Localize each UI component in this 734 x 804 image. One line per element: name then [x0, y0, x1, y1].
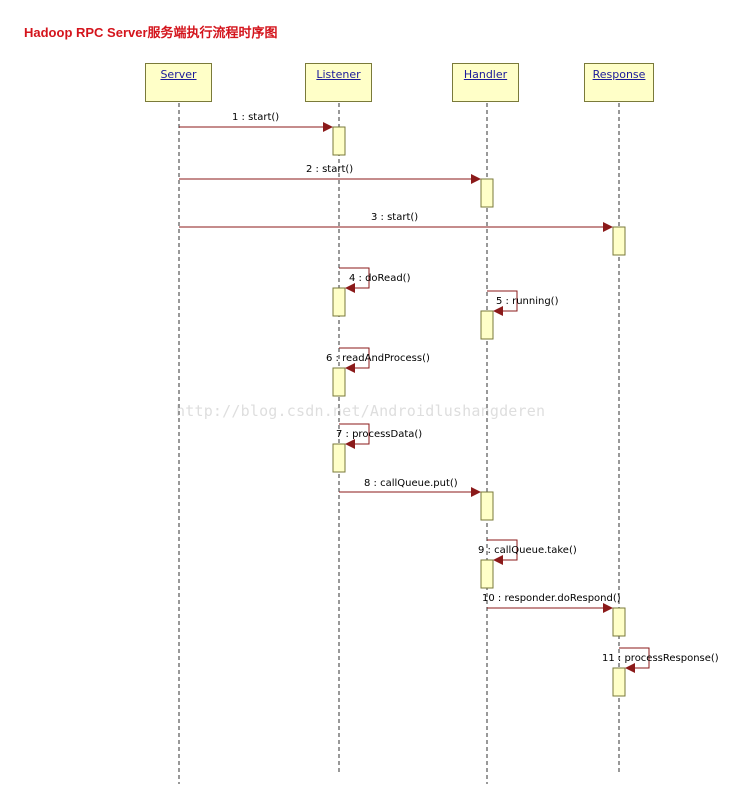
activation-response-2	[612, 607, 626, 637]
message-arrow-9	[487, 539, 518, 565]
activation-response-3	[612, 667, 626, 697]
actor-label-listener: Listener	[316, 68, 361, 81]
actor-server: Server	[145, 63, 212, 102]
actor-label-handler: Handler	[463, 68, 508, 81]
activation-handler-2	[480, 310, 494, 340]
actor-listener: Listener	[305, 63, 372, 102]
activation-listener-1	[332, 126, 346, 156]
message-label-9: 9 : callQueue.take()	[478, 545, 577, 556]
message-arrow-4	[339, 267, 370, 293]
actor-label-server: Server	[160, 68, 197, 81]
message-label-8: 8 : callQueue.put()	[364, 478, 458, 489]
message-label-4: 4 : doRead()	[349, 273, 411, 284]
message-label-5: 5 : running()	[496, 296, 559, 307]
activation-listener-3	[332, 367, 346, 397]
actor-response: Response	[584, 63, 654, 102]
message-label-7: 7 : processData()	[336, 429, 423, 440]
message-arrow-6	[339, 347, 370, 373]
message-label-11: 11 : processResponse()	[602, 653, 719, 664]
actor-handler: Handler	[452, 63, 519, 102]
message-arrow-5	[487, 290, 518, 316]
activation-handler-3	[480, 491, 494, 521]
activation-listener-2	[332, 287, 346, 317]
message-label-10: 10 : responder.doRespond()	[482, 593, 621, 604]
activation-handler-4	[480, 559, 494, 589]
actor-label-response: Response	[592, 68, 646, 81]
activation-handler-1	[480, 178, 494, 208]
activation-response-1	[612, 226, 626, 256]
message-label-1: 1 : start()	[232, 112, 280, 123]
watermark: http://blog.csdn.net/Androidlushangderen	[176, 402, 546, 420]
message-label-3: 3 : start()	[371, 212, 419, 223]
message-label-2: 2 : start()	[306, 164, 354, 175]
message-arrow-7	[339, 423, 370, 449]
diagram-title: Hadoop RPC Server服务端执行流程时序图	[24, 25, 278, 40]
activation-listener-4	[332, 443, 346, 473]
message-label-6: 6 : readAndProcess()	[326, 353, 430, 364]
message-arrow-11	[619, 647, 650, 673]
